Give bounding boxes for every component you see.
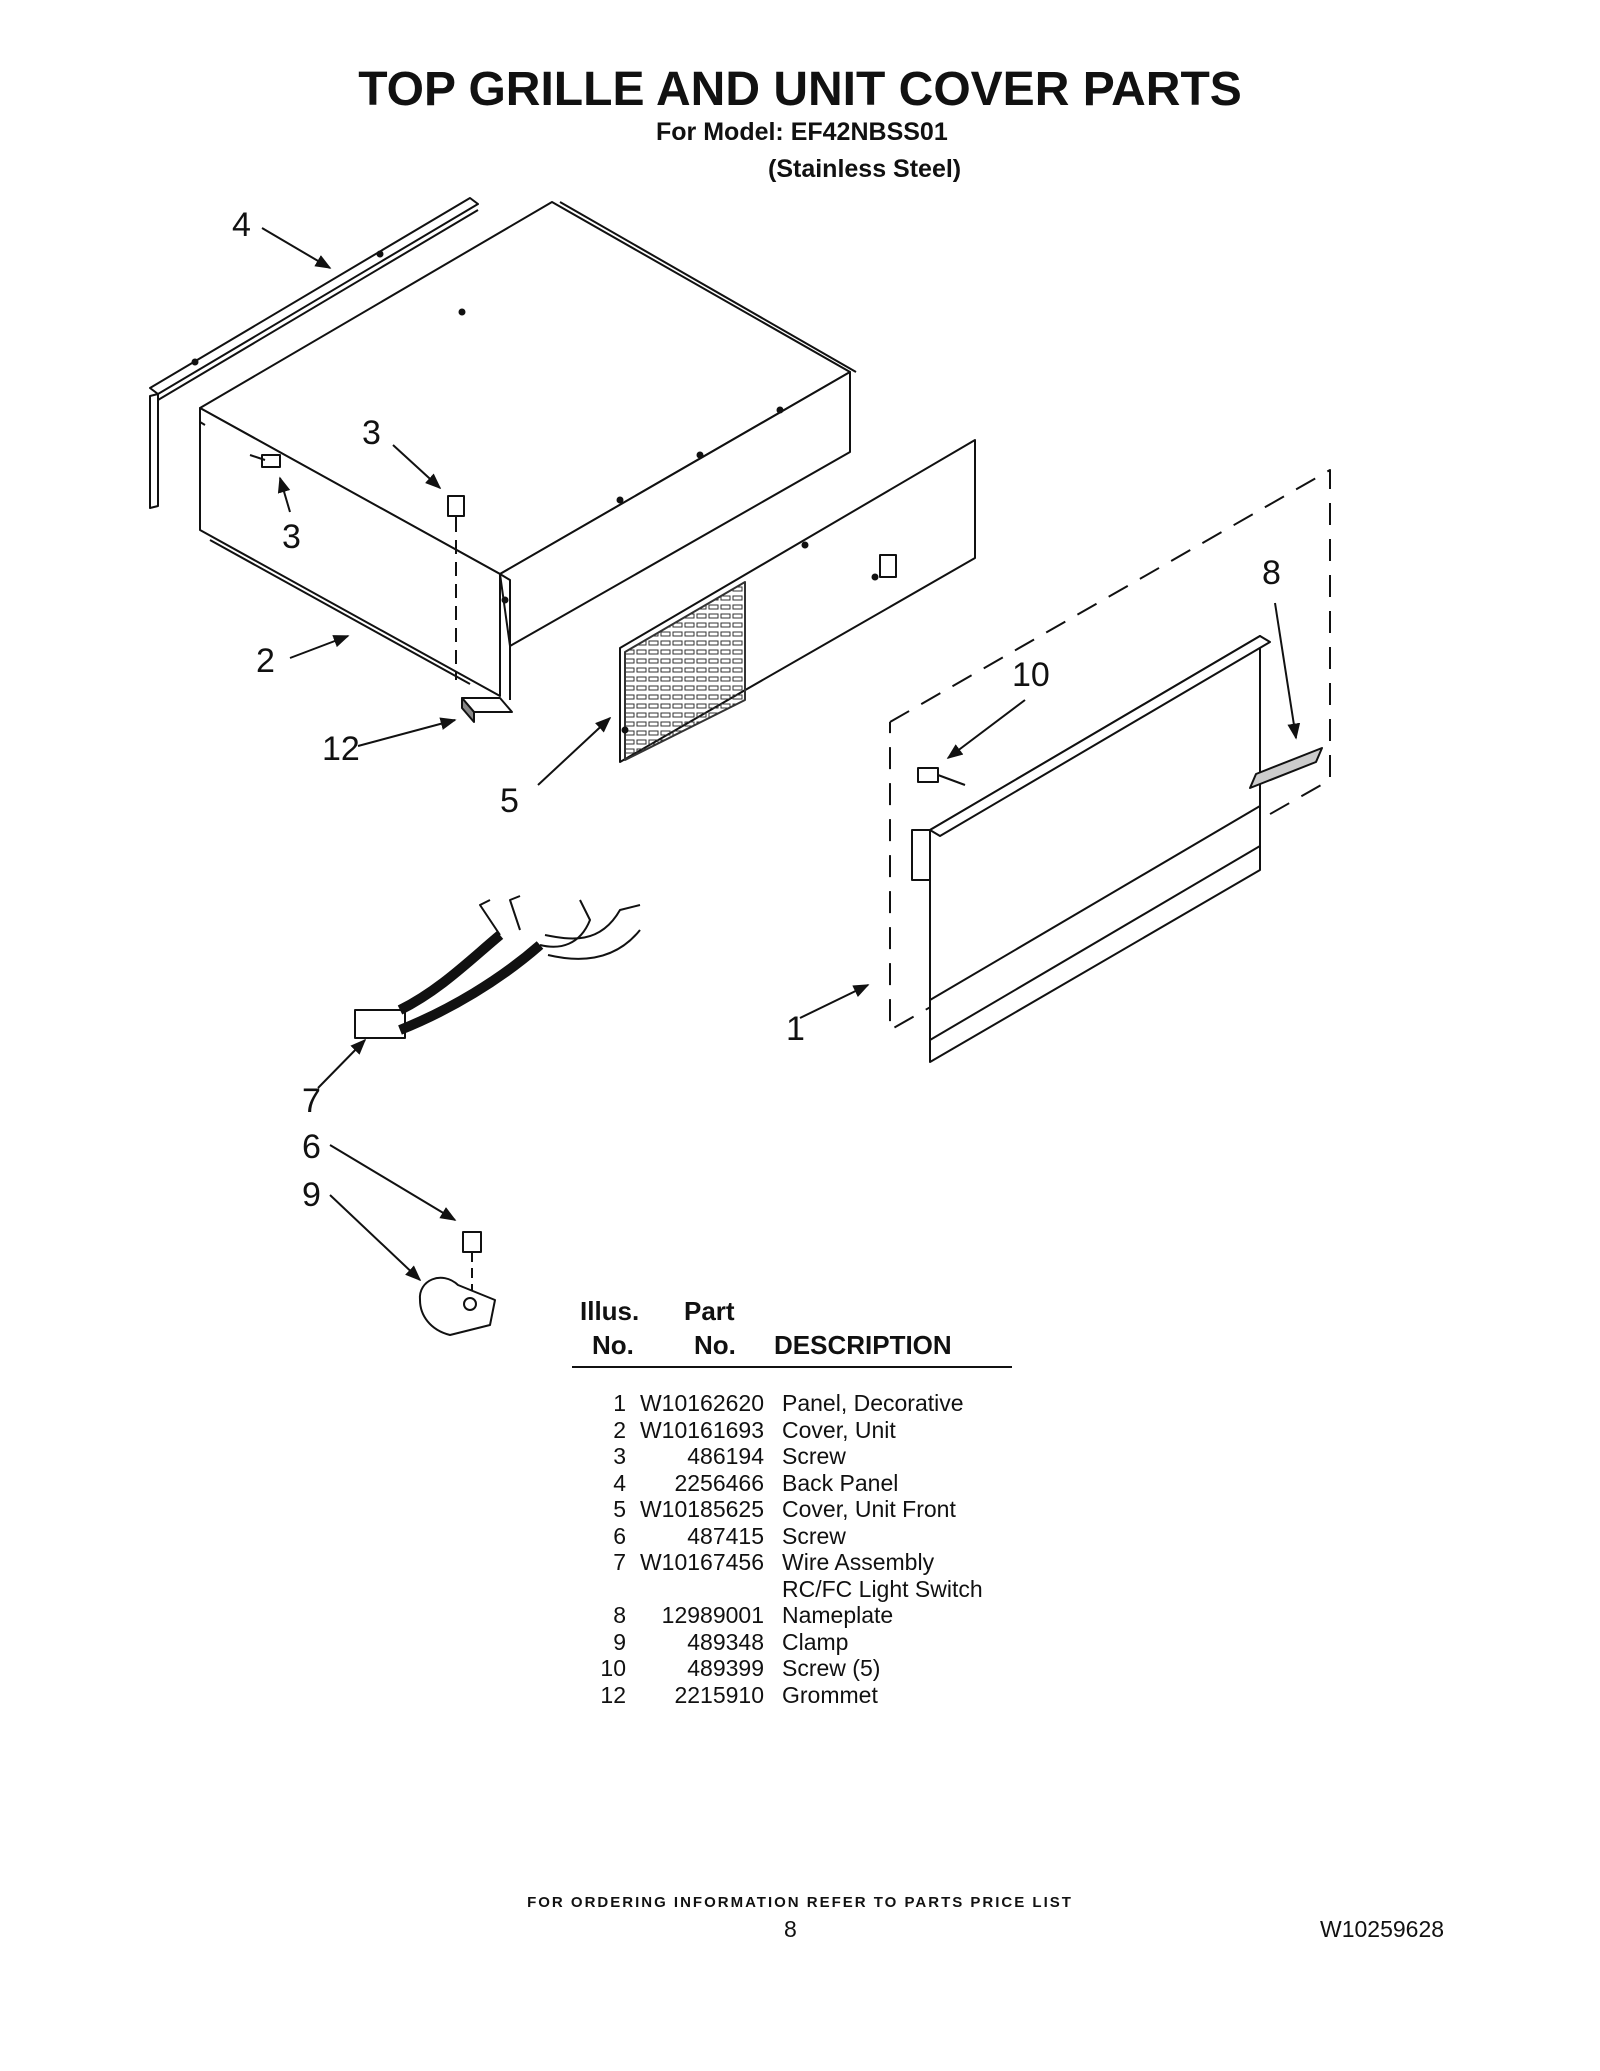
callout-2: 2 [256, 642, 275, 680]
table-row: 6 487415 Screw [572, 1523, 1012, 1550]
part-number: W10161693 [639, 1416, 764, 1443]
part-number: W10167456 [639, 1549, 764, 1575]
table-row: 9 489348 Clamp [572, 1629, 1012, 1656]
callout-7: 7 [302, 1082, 321, 1120]
part-number: W10162620 [639, 1390, 764, 1416]
illus-number: 1 [613, 1390, 626, 1416]
table-row: 4 2256466 Back Panel [572, 1470, 1012, 1497]
wire-assembly-part [354, 895, 641, 1039]
panel-screw-part [917, 767, 966, 786]
document-number: W10259628 [1320, 1916, 1445, 1942]
header-part-1: Part [684, 1296, 735, 1326]
table-row: 3 486194 Screw [572, 1443, 1012, 1470]
part-description: Screw (5) [782, 1655, 881, 1681]
part-number: 489348 [687, 1628, 764, 1655]
model-finish: (Stainless Steel) [768, 155, 962, 183]
part-number: 487415 [687, 1522, 764, 1549]
part-description: Back Panel [782, 1469, 899, 1496]
table-row: 5 W10185625 Cover, Unit Front [572, 1496, 1012, 1523]
grommet-part [461, 697, 513, 723]
callout-10: 10 [1012, 656, 1050, 694]
callout-4: 4 [232, 206, 251, 244]
illus-number: 2 [613, 1416, 626, 1443]
part-number: 12989001 [661, 1602, 764, 1628]
page-title: TOP GRILLE AND UNIT COVER PARTS [358, 63, 1242, 116]
part-number: W10185625 [639, 1496, 764, 1522]
callout-3-left: 3 [282, 518, 301, 556]
nameplate-part [1249, 747, 1323, 789]
ordering-note: FOR ORDERING INFORMATION REFER TO PARTS … [527, 1894, 1073, 1911]
part-description: Grommet [782, 1681, 878, 1708]
header-illus-2: No. [592, 1330, 634, 1360]
illus-number: 7 [613, 1549, 626, 1575]
header-part-2: No. [694, 1330, 736, 1360]
part-description: Wire Assembly [782, 1549, 935, 1575]
part-number: 486194 [687, 1443, 764, 1469]
illus-number: 10 [600, 1655, 626, 1681]
clamp-part [418, 1276, 496, 1336]
callout-12: 12 [322, 730, 360, 768]
callout-5: 5 [500, 782, 519, 820]
illus-number: 4 [613, 1469, 626, 1496]
part-description: Panel, Decorative [782, 1390, 964, 1416]
table-row: 7 W10167456 Wire Assembly [572, 1549, 1012, 1576]
illus-number: 12 [600, 1681, 626, 1708]
part-description: Cover, Unit [782, 1416, 896, 1443]
callout-8: 8 [1262, 554, 1281, 592]
part-number: 2215910 [674, 1681, 764, 1708]
illus-number: 9 [613, 1628, 626, 1655]
part-description: Screw [782, 1443, 846, 1469]
unit-front-cover-part [619, 439, 976, 763]
table-row: 1 W10162620 Panel, Decorative [572, 1390, 1012, 1417]
part-number: 2256466 [674, 1469, 764, 1496]
header-description: DESCRIPTION [774, 1330, 952, 1360]
illus-number: 5 [613, 1496, 626, 1522]
part-number: 489399 [687, 1655, 764, 1681]
callout-9: 9 [302, 1176, 321, 1214]
back-panel-part [149, 197, 479, 509]
callout-1: 1 [786, 1010, 805, 1048]
decorative-panel-part [889, 469, 1331, 1063]
table-row: 12 2215910 Grommet [572, 1682, 1012, 1709]
part-description: Clamp [782, 1628, 849, 1655]
callout-6: 6 [302, 1128, 321, 1166]
page-number: 8 [784, 1916, 797, 1942]
part-description: RC/FC Light Switch [782, 1575, 983, 1602]
parts-table: Illus. No. Part No. DESCRIPTION 1 W101626… [572, 1296, 1012, 1708]
leader-lines [261, 227, 1301, 1282]
parts-table-header: Illus. No. Part No. DESCRIPTION [572, 1296, 1012, 1368]
table-row: 8 12989001 Nameplate [572, 1602, 1012, 1629]
part-description: Nameplate [782, 1602, 894, 1628]
illus-number: 6 [613, 1522, 626, 1549]
part-description: Screw [782, 1522, 846, 1549]
table-row: RC/FC Light Switch [572, 1576, 1012, 1603]
part-description: Cover, Unit Front [782, 1496, 956, 1522]
table-row: 2 W10161693 Cover, Unit [572, 1417, 1012, 1444]
unit-cover-part [199, 201, 857, 700]
illus-number: 3 [613, 1443, 626, 1469]
illus-number: 8 [613, 1602, 626, 1628]
table-row: 10 489399 Screw (5) [572, 1655, 1012, 1682]
model-number: For Model: EF42NBSS01 [656, 118, 948, 146]
header-illus-1: Illus. [580, 1296, 640, 1326]
callout-3-top: 3 [362, 414, 381, 452]
cover-screw-part [249, 454, 465, 680]
